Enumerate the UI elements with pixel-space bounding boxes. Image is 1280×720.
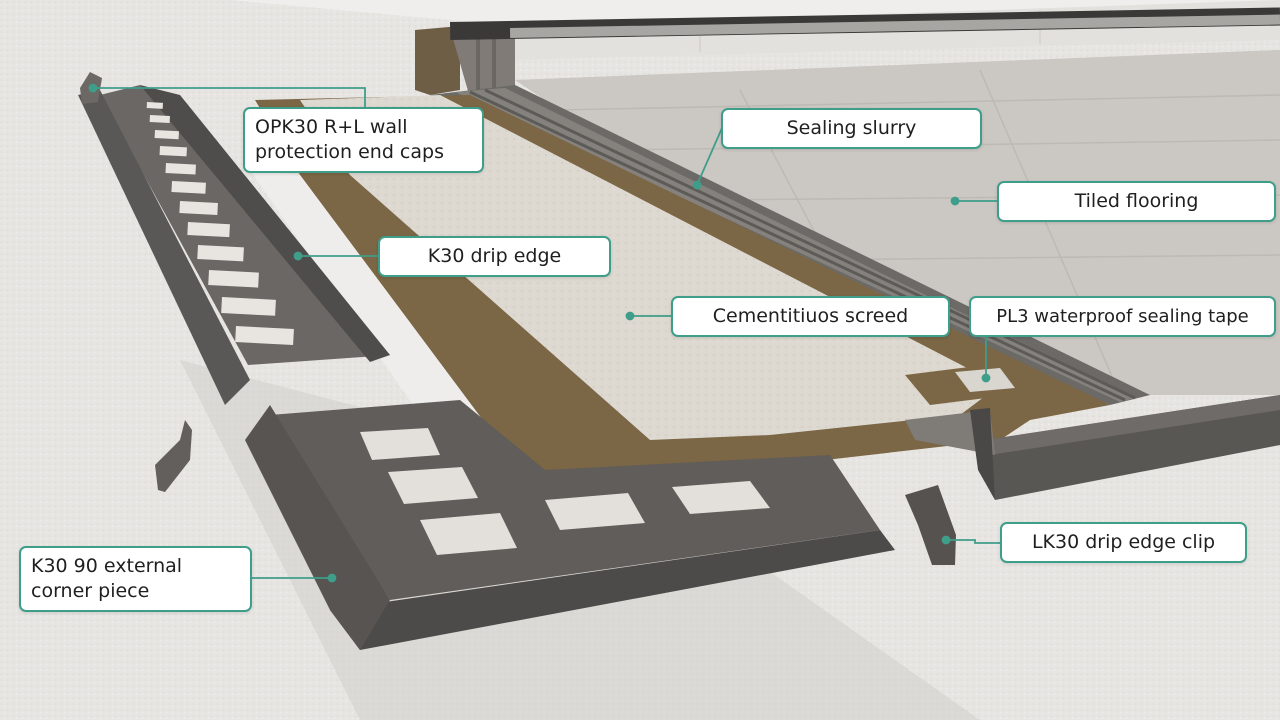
callout-drip-edge: K30 drip edge <box>378 236 611 277</box>
corner-piece-front <box>330 530 895 650</box>
cementitious-screed <box>300 95 1000 440</box>
callout-drip-clip-text: LK30 drip edge clip <box>1031 531 1216 553</box>
corner-piece-slots <box>360 428 770 555</box>
callout-corner-piece-line1: K30 90 external <box>31 555 183 577</box>
callout-corner-piece-line2: corner piece <box>31 580 150 602</box>
callout-sealing-slurry-text: Sealing slurry <box>786 117 917 139</box>
callout-corner-piece: K30 90 external corner piece <box>19 546 252 612</box>
drip-edge-slots <box>146 102 294 346</box>
corner-piece-side <box>245 405 390 650</box>
callout-sealing-slurry: Sealing slurry <box>721 108 982 149</box>
callout-drip-clip: LK30 drip edge clip <box>1000 522 1247 563</box>
callout-tiled-flooring-text: Tiled flooring <box>1074 190 1199 212</box>
callout-end-caps: OPK30 R+L wall protection end caps <box>243 107 484 173</box>
callout-sealing-tape: PL3 waterproof sealing tape <box>969 296 1276 337</box>
callout-drip-edge-text: K30 drip edge <box>427 245 562 267</box>
callout-screed: Cementitiuos screed <box>671 296 950 337</box>
callout-sealing-tape-text: PL3 waterproof sealing tape <box>996 306 1249 327</box>
callout-end-caps-line2: protection end caps <box>255 141 444 163</box>
callout-tiled-flooring: Tiled flooring <box>997 181 1276 222</box>
leader-lines <box>88 83 1000 583</box>
callout-end-caps-line1: OPK30 R+L wall <box>255 116 408 138</box>
clip-right <box>905 485 956 565</box>
callout-screed-text: Cementitiuos screed <box>712 305 909 327</box>
clip-left <box>155 420 192 492</box>
